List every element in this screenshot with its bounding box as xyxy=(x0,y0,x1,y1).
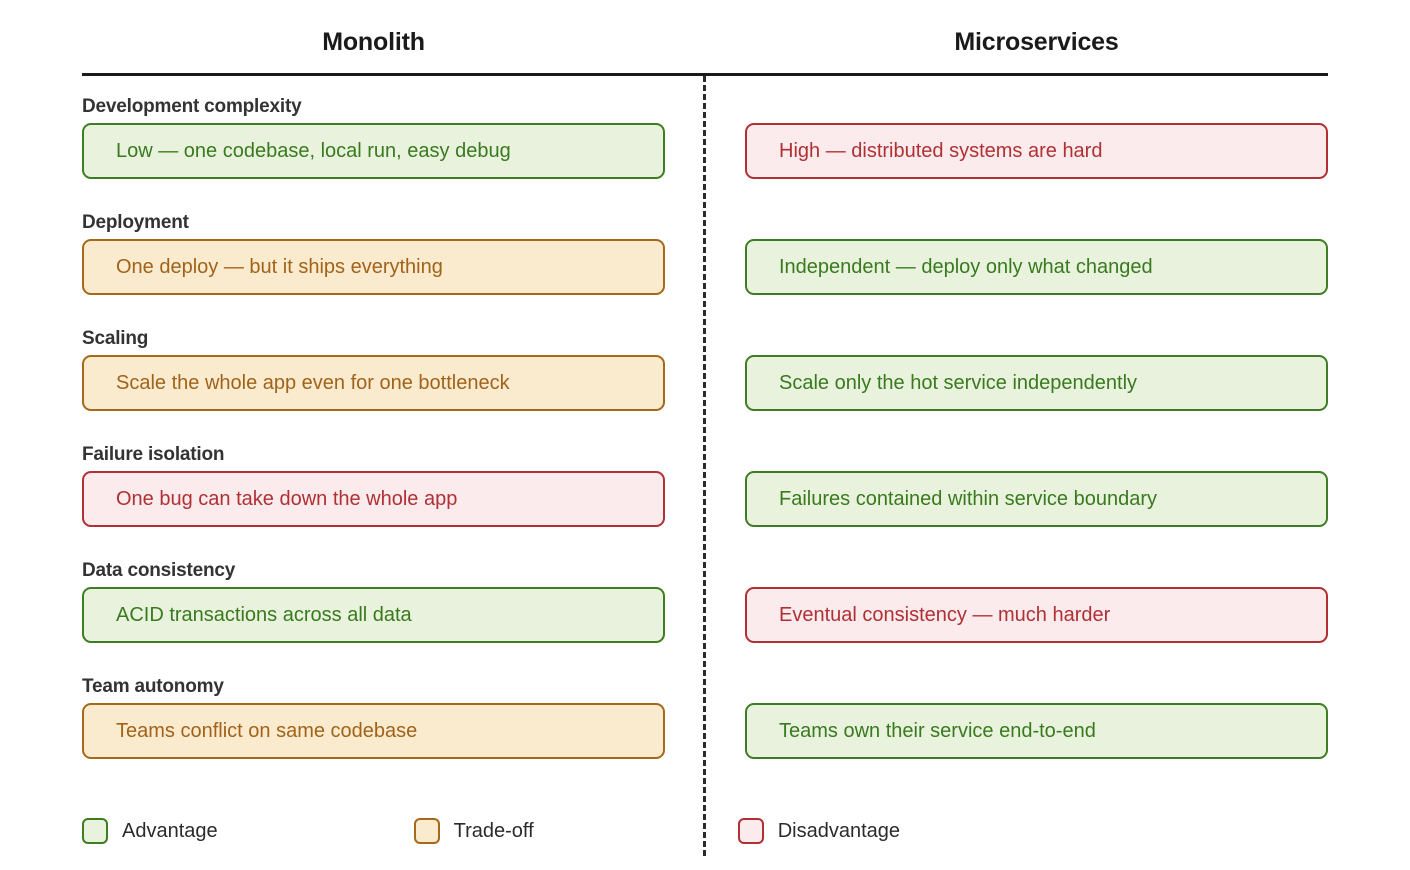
comparison-cell-left[interactable]: One bug can take down the whole app xyxy=(82,471,665,527)
cell-text: Eventual consistency — much harder xyxy=(779,604,1111,626)
cell-text: Independent — deploy only what changed xyxy=(779,256,1153,278)
cell-text: High — distributed systems are hard xyxy=(779,140,1103,162)
legend-swatch-advantage-icon xyxy=(82,818,108,844)
comparison-cell-left[interactable]: One deploy — but it ships everything xyxy=(82,239,665,295)
comparison-cell-right[interactable]: Failures contained within service bounda… xyxy=(745,471,1328,527)
row-label: Team autonomy xyxy=(82,676,224,697)
comparison-cell-right[interactable]: Eventual consistency — much harder xyxy=(745,587,1328,643)
legend-label: Disadvantage xyxy=(777,819,900,842)
comparison-cell-right[interactable]: High — distributed systems are hard xyxy=(745,123,1328,179)
legend-item: Disadvantage xyxy=(737,818,900,844)
legend-item: Advantage xyxy=(82,818,218,844)
comparison-cell-left[interactable]: Teams conflict on same codebase xyxy=(82,703,665,759)
legend: Advantage Trade-off Disadvantage xyxy=(82,806,900,856)
column-divider xyxy=(703,76,706,856)
cell-text: Teams conflict on same codebase xyxy=(116,720,418,742)
cell-text: One bug can take down the whole app xyxy=(116,488,458,510)
cell-text: One deploy — but it ships everything xyxy=(116,256,443,278)
cell-text: Teams own their service end-to-end xyxy=(779,720,1096,742)
column-title-monolith: Monolith xyxy=(322,28,425,56)
cell-text: Scale only the hot service independently xyxy=(779,372,1138,394)
comparison-cell-left[interactable]: ACID transactions across all data xyxy=(82,587,665,643)
comparison-cell-left[interactable]: Scale the whole app even for one bottlen… xyxy=(82,355,665,411)
column-title-microservices: Microservices xyxy=(954,28,1119,56)
cell-text: Failures contained within service bounda… xyxy=(779,488,1157,510)
comparison-cell-right[interactable]: Independent — deploy only what changed xyxy=(745,239,1328,295)
row-label: Data consistency xyxy=(82,560,236,581)
cell-text: Scale the whole app even for one bottlen… xyxy=(116,372,510,394)
comparison-cell-right[interactable]: Teams own their service end-to-end xyxy=(745,703,1328,759)
legend-label: Advantage xyxy=(122,819,218,842)
row-label: Failure isolation xyxy=(82,444,225,465)
comparison-cell-left[interactable]: Low — one codebase, local run, easy debu… xyxy=(82,123,665,179)
cell-text: ACID transactions across all data xyxy=(116,604,412,626)
row-label: Deployment xyxy=(82,212,189,233)
legend-swatch-disadvantage-icon xyxy=(737,818,764,844)
legend-swatch-tradeoff-icon xyxy=(413,818,440,844)
cell-text: Low — one codebase, local run, easy debu… xyxy=(116,140,511,162)
column-headers: Monolith Microservices xyxy=(0,0,1410,76)
legend-label: Trade-off xyxy=(453,819,534,842)
row-label: Development complexity xyxy=(82,96,302,117)
row-label: Scaling xyxy=(82,328,149,349)
header-rule xyxy=(82,73,1328,76)
comparison-cell-right[interactable]: Scale only the hot service independently xyxy=(745,355,1328,411)
legend-item: Trade-off xyxy=(413,818,534,844)
